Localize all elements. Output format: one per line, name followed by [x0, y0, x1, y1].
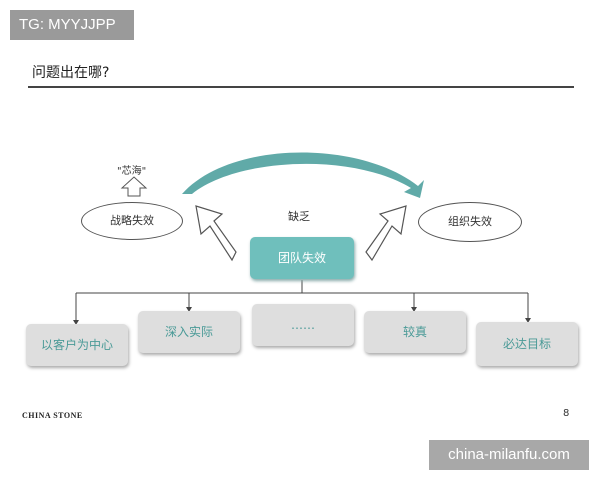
organization-failure-label: 组织失效 — [448, 215, 492, 228]
left-block-arrow-icon — [195, 205, 237, 262]
title-divider — [28, 86, 574, 88]
curved-arrow-icon — [182, 152, 424, 198]
strategy-failure-ellipse: 战略失效 — [81, 202, 183, 240]
team-failure-label: 团队失效 — [277, 251, 326, 265]
core-label: "芯海" — [117, 166, 147, 177]
watermark-tag-top: TG: MYYJJPP — [10, 10, 134, 40]
bottom-box-label: 深入实际 — [164, 325, 213, 339]
bottom-box-2: 深入实际 — [138, 311, 240, 353]
watermark-bottom: china-milanfu.com — [429, 440, 589, 470]
bottom-box-label: …… — [291, 318, 315, 332]
bottom-box-label: 必达目标 — [502, 337, 551, 351]
bottom-box-label: 较真 — [402, 325, 427, 339]
organization-failure-ellipse: 组织失效 — [418, 202, 522, 242]
right-block-arrow-icon — [365, 205, 407, 262]
bottom-box-3: …… — [252, 304, 354, 346]
china-stone-logo: CHINA STONE — [22, 411, 83, 420]
up-arrow-icon — [120, 176, 148, 197]
bottom-box-1: 以客户为中心 — [26, 324, 128, 366]
bottom-box-5: 必达目标 — [476, 322, 578, 366]
bottom-box-label: 以客户为中心 — [40, 338, 113, 352]
bottom-box-4: 较真 — [364, 311, 466, 353]
team-failure-box: 团队失效 — [250, 237, 354, 279]
page-number: 8 — [563, 408, 570, 419]
page-title: 问题出在哪? — [32, 65, 110, 81]
lack-label: 缺乏 — [288, 210, 310, 223]
strategy-failure-label: 战略失效 — [110, 214, 154, 227]
